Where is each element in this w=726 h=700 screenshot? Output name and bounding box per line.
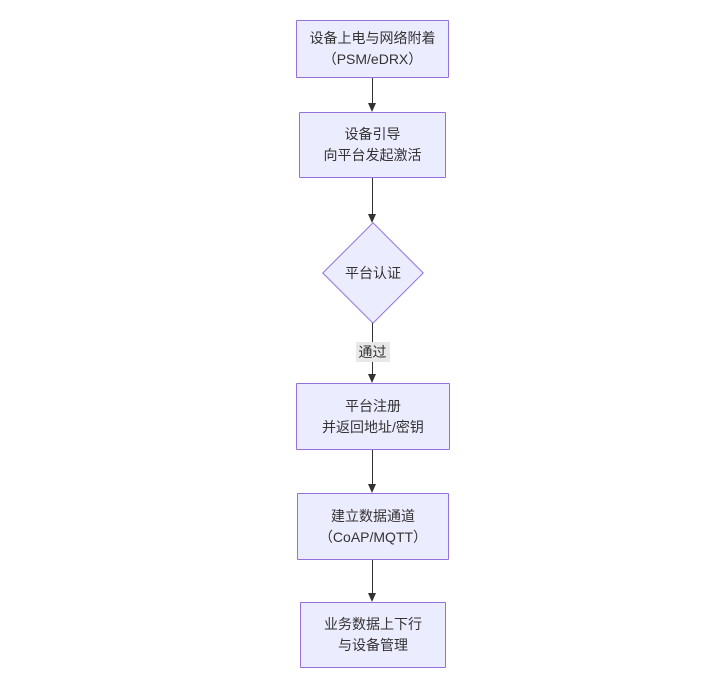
edge-line — [372, 560, 373, 600]
node-business-data-management: 业务数据上下行 与设备管理 — [300, 602, 446, 668]
edge-power-to-bootstrap — [368, 78, 377, 112]
arrowhead-icon — [368, 484, 376, 493]
node-line: 业务数据上下行 — [324, 616, 422, 632]
node-line: 设备上电与网络附着 — [309, 30, 436, 46]
node-line: 与设备管理 — [338, 637, 408, 653]
edge-label-pass: 通过 — [355, 342, 390, 362]
arrowhead-icon — [368, 374, 376, 383]
arrowhead-icon — [368, 103, 376, 112]
edge-auth-to-register: 通过 — [355, 323, 390, 383]
arrowhead-icon — [368, 593, 376, 602]
node-line: 设备引导 — [344, 126, 401, 142]
node-line: 平台认证 — [345, 265, 401, 281]
edge-register-to-channel — [368, 450, 377, 493]
edge-line — [372, 450, 373, 491]
node-line: （CoAP/MQTT） — [318, 528, 428, 545]
node-data-channel: 建立数据通道 （CoAP/MQTT） — [297, 493, 449, 560]
node-platform-auth-decision: 平台认证 — [322, 222, 424, 324]
node-line: 向平台发起激活 — [323, 147, 422, 163]
edge-line — [372, 178, 373, 221]
node-platform-register: 平台注册 并返回地址/密钥 — [296, 383, 450, 450]
arrowhead-icon — [368, 214, 376, 223]
edge-channel-to-business — [368, 560, 377, 602]
node-line: （PSM/eDRX） — [322, 51, 423, 67]
node-line: 平台注册 — [345, 397, 401, 414]
node-device-bootstrap: 设备引导 向平台发起激活 — [299, 112, 446, 178]
edge-bootstrap-to-auth — [368, 178, 377, 223]
edge-line — [372, 78, 373, 110]
node-line: 并返回地址/密钥 — [322, 418, 424, 435]
node-power-network-attach: 设备上电与网络附着 （PSM/eDRX） — [296, 20, 449, 78]
node-line: 建立数据通道 — [331, 507, 415, 524]
